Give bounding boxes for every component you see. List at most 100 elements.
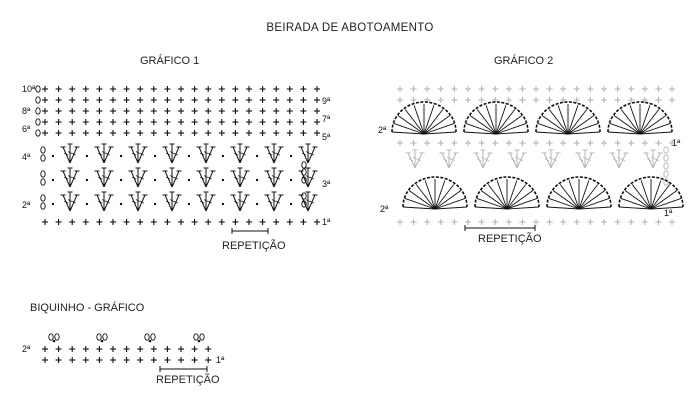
chart1-single-crochet	[191, 108, 198, 114]
chart1-single-crochet	[246, 108, 252, 114]
chart2-upper-shell	[463, 101, 529, 135]
chart1-single-crochet	[246, 97, 252, 103]
chart1-treble-cluster	[298, 191, 318, 212]
chart1-single-crochet	[42, 86, 48, 92]
chart1-single-crochet	[164, 119, 171, 125]
chart2-light-sc	[478, 219, 485, 225]
chart1-single-crochet	[69, 97, 76, 103]
chart1-side-chain	[40, 194, 46, 202]
chart1-single-crochet	[300, 97, 307, 103]
chart1-treble-cluster	[264, 143, 284, 164]
chart1-single-crochet	[191, 130, 198, 136]
chart1-treble-cluster	[60, 143, 80, 164]
chart1-slip-stitch	[153, 178, 157, 182]
chart1-side-chain	[301, 168, 307, 176]
chart1-single-crochet	[137, 119, 144, 125]
picot-slip-stitch	[197, 339, 201, 343]
page-title: BEIRADA DE ABOTOAMENTO	[266, 22, 434, 34]
chart1-slip-stitch	[255, 202, 259, 206]
chart1-single-crochet	[300, 108, 307, 114]
chart2-light-cluster	[643, 149, 663, 169]
chart2-title: GRÁFICO 2	[494, 55, 554, 67]
chart1-row-label-3: 3ª	[322, 179, 331, 189]
chart1-side-chain	[40, 170, 46, 178]
chart2-upper-shell	[391, 101, 457, 135]
chart1-single-crochet	[218, 130, 225, 136]
chart1-single-crochet	[150, 130, 157, 136]
picot-row1-sc	[164, 357, 171, 363]
chart1-treble-cluster	[196, 167, 216, 188]
chart1-single-crochet	[55, 119, 62, 125]
chart1-single-crochet	[218, 97, 225, 103]
chart1-foundation-sc	[273, 219, 280, 225]
chart1-slip-stitch	[85, 178, 89, 182]
chart1-slip-stitch	[153, 154, 157, 158]
chart2-light-sc	[519, 97, 526, 103]
chart1-row-label-7: 7ª	[322, 114, 331, 124]
chart1-foundation-sc	[150, 219, 157, 225]
picot-chain	[102, 333, 108, 341]
chart1-single-crochet	[96, 108, 103, 114]
chart2-light-sc	[465, 86, 471, 92]
chart1-single-crochet	[232, 86, 239, 92]
picot-row1-sc	[178, 357, 184, 363]
picot-row2-sc	[123, 346, 130, 352]
chart1-single-crochet	[259, 86, 266, 92]
chart1-single-crochet	[205, 119, 212, 125]
picot-row2-sc	[137, 346, 144, 352]
chart2-lower-shell	[546, 176, 612, 210]
chart2-light-sc	[424, 140, 431, 146]
chart2-light-sc	[573, 86, 580, 92]
chart1-single-crochet	[259, 108, 266, 114]
chart2-light-sc	[573, 140, 580, 146]
picot-row2-sc	[110, 346, 116, 352]
chart2-lower-shell	[474, 176, 540, 210]
chart2-light-sc	[628, 86, 635, 92]
chart1-single-crochet	[273, 130, 280, 136]
chart2-light-sc	[533, 219, 539, 225]
chart1-row-label-4: 4ª	[22, 152, 31, 162]
chart1-single-crochet	[314, 86, 320, 92]
chart1-single-crochet	[178, 119, 184, 125]
chart2-light-sc	[519, 140, 526, 146]
chart2-light-sc	[492, 140, 499, 146]
chart2-light-sc	[560, 219, 567, 225]
chart1-single-crochet	[191, 97, 198, 103]
picot-chain	[96, 333, 102, 341]
chart1-single-crochet	[191, 119, 198, 125]
chart2-light-sc	[437, 86, 444, 92]
chart1-single-crochet	[164, 108, 171, 114]
chart1-single-crochet	[42, 130, 48, 136]
chart2-upper-shell	[535, 101, 601, 135]
chart2-light-sc	[437, 97, 444, 103]
chart1-treble-cluster	[128, 191, 148, 212]
chart1-single-crochet	[42, 108, 48, 114]
chart1-slip-stitch	[289, 154, 293, 158]
chart2-light-sc	[560, 86, 567, 92]
chart1-row-label-5: 5ª	[322, 132, 331, 142]
chart1-slip-stitch	[221, 154, 225, 158]
chart1-single-crochet	[150, 97, 157, 103]
picot-chain	[48, 333, 54, 341]
picot-row-label-2: 2ª	[22, 344, 31, 354]
chart1-single-crochet	[205, 108, 212, 114]
chart1-turning-chain	[35, 118, 41, 126]
chart1-foundation-sc	[246, 219, 252, 225]
chart2-side-chain	[663, 146, 669, 154]
chart2-light-sc	[614, 86, 621, 92]
chart1-slip-stitch	[51, 154, 55, 158]
chart1-single-crochet	[123, 119, 130, 125]
chart1-turning-chain	[35, 96, 41, 104]
chart1-single-crochet	[137, 130, 144, 136]
chart2-light-cluster	[473, 149, 493, 169]
picot-repeat-label: REPETIÇÃO	[156, 374, 220, 386]
chart1-single-crochet	[69, 130, 76, 136]
chart2-light-sc	[505, 140, 512, 146]
chart2-light-sc	[465, 97, 471, 103]
picot-row1-sc	[150, 357, 157, 363]
picot-chain	[150, 333, 156, 341]
chart1-single-crochet	[164, 97, 171, 103]
chart2-light-sc	[546, 86, 553, 92]
chart2-light-sc	[505, 219, 512, 225]
